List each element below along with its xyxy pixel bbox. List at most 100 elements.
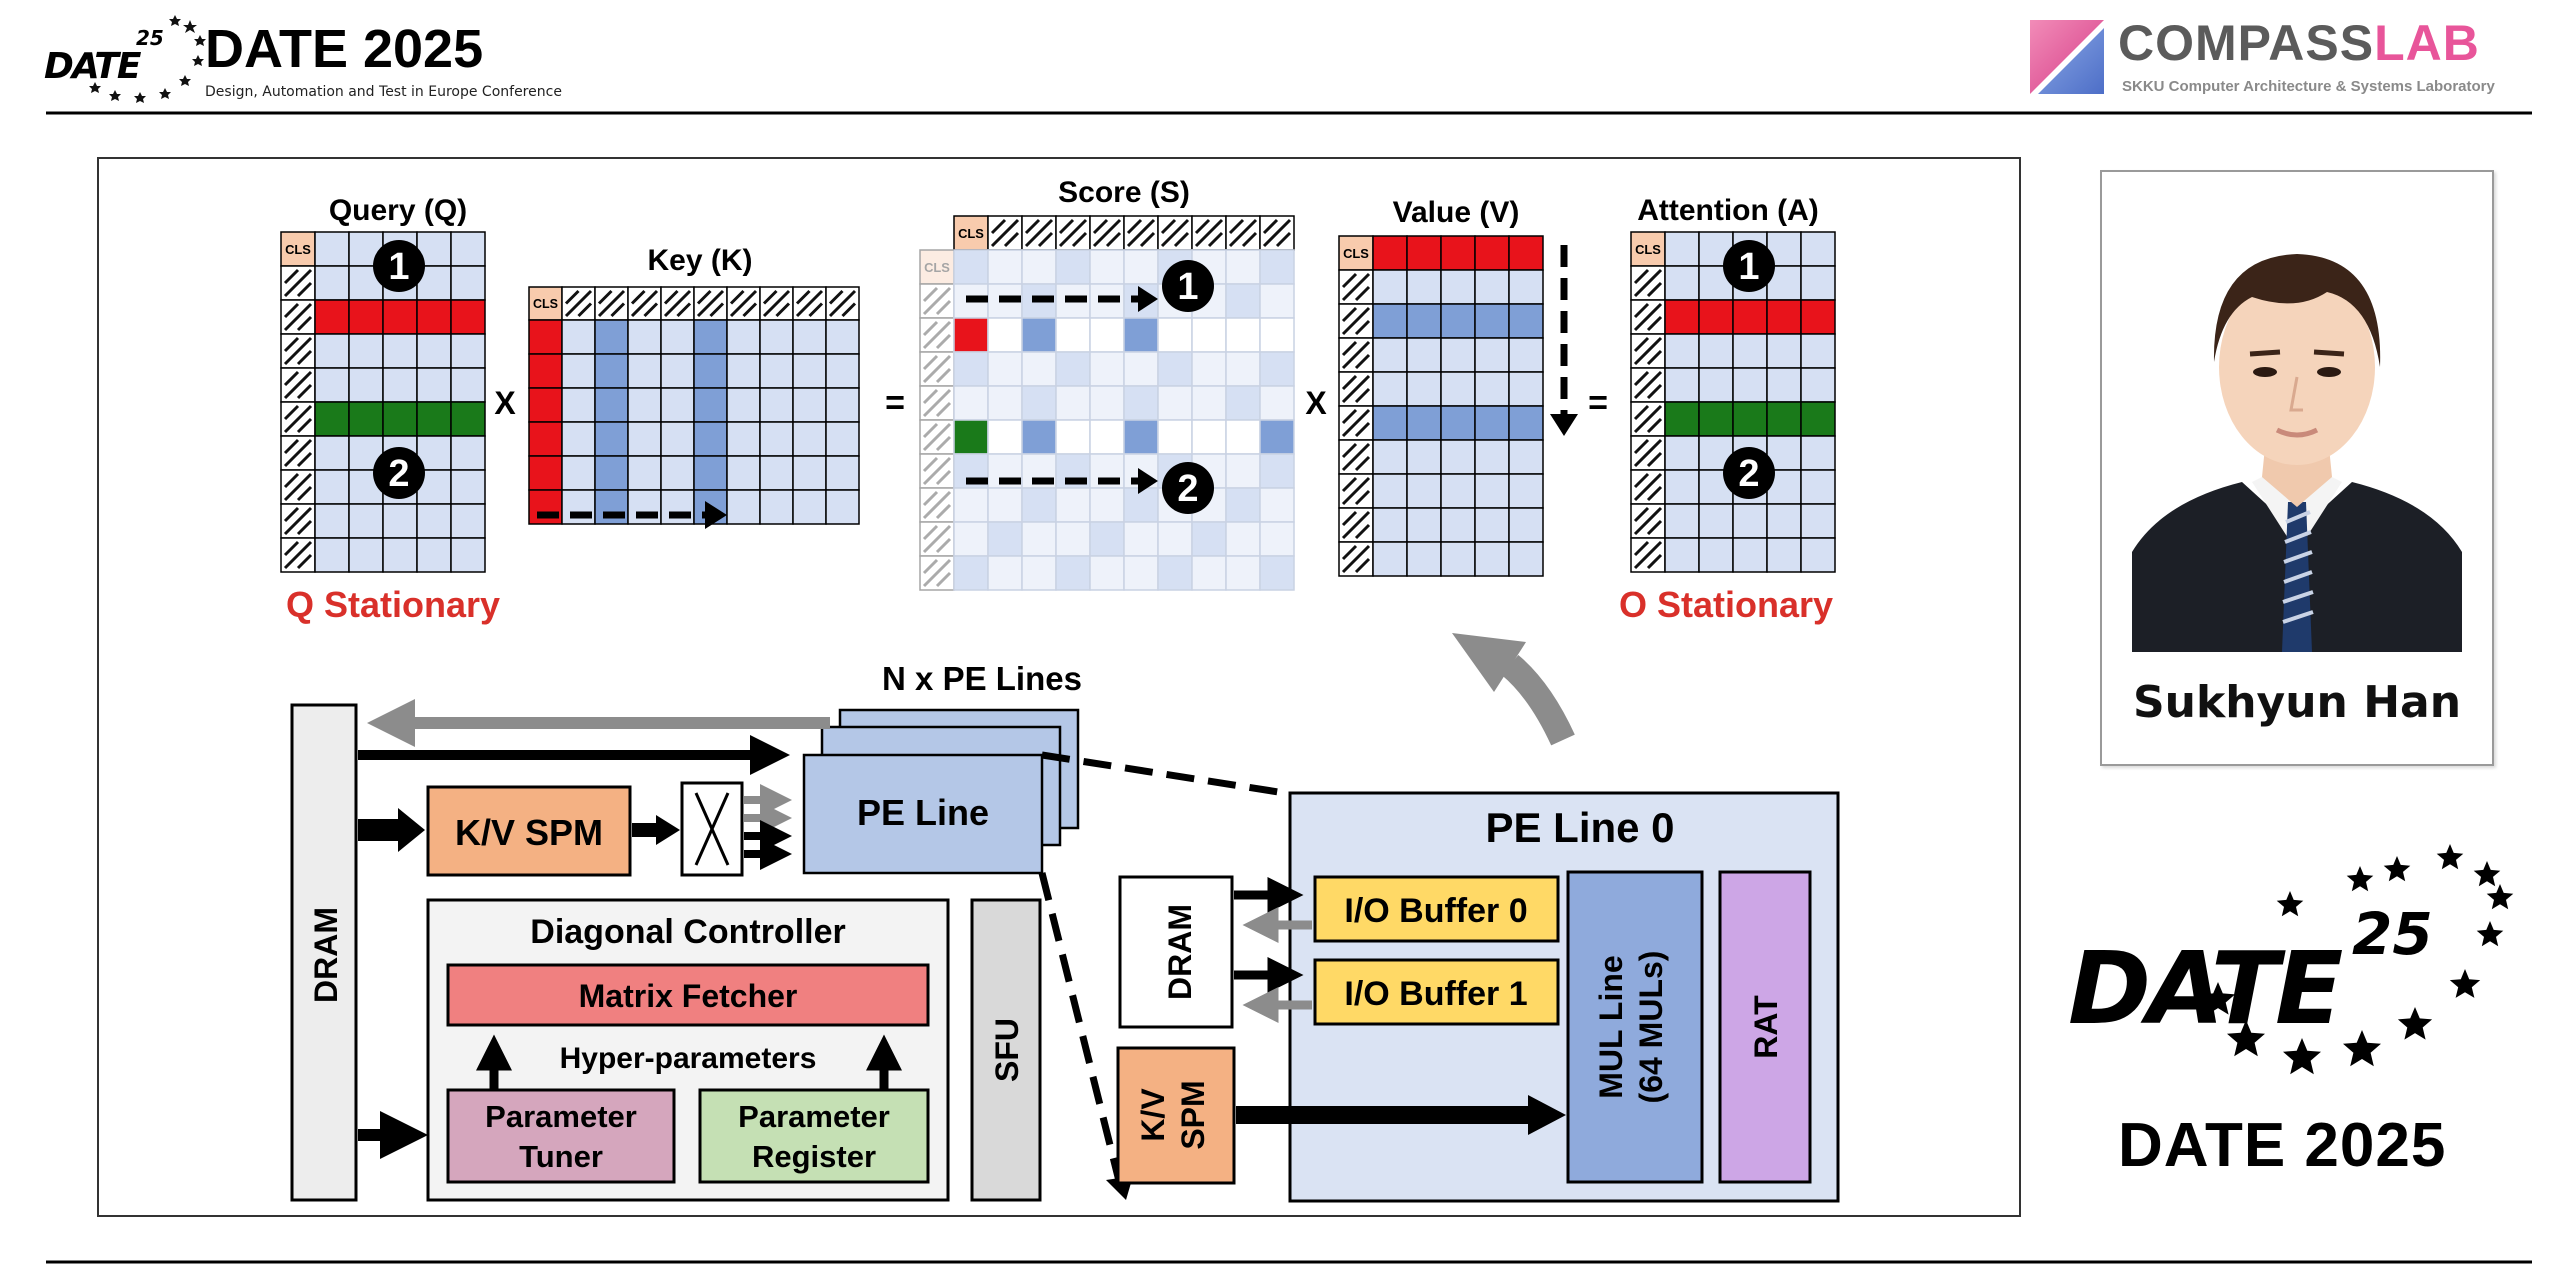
cls-token-label: CLS bbox=[285, 242, 311, 257]
kv-spm-right-label-2: SPM bbox=[1175, 1080, 1211, 1149]
patch-token-icon bbox=[630, 289, 659, 318]
patch-token-icon bbox=[1633, 268, 1663, 298]
value-tokens: CLS bbox=[1338, 235, 1374, 577]
patch-token-icon bbox=[283, 302, 313, 332]
patch-token-icon bbox=[1058, 218, 1088, 248]
feedback-curve-arrow bbox=[1452, 633, 1575, 746]
matrix-fetcher-block bbox=[446, 963, 930, 1027]
header-title: DATE 2025 bbox=[205, 19, 484, 79]
date-big-logo-text: DATE bbox=[2068, 930, 2343, 1047]
patch-token-icon bbox=[922, 320, 952, 350]
date-big-title: DATE 2025 bbox=[2118, 1111, 2447, 1180]
mul-line-block bbox=[1566, 870, 1704, 1184]
patch-token-icon bbox=[922, 524, 952, 554]
op-multiply-1: X bbox=[494, 385, 516, 421]
patch-token-icon bbox=[1633, 506, 1663, 536]
lab-name: COMPASSLAB bbox=[2118, 14, 2480, 72]
date-star-ring-icon bbox=[2200, 844, 2514, 1075]
patch-token-icon bbox=[990, 218, 1020, 248]
patch-token-icon bbox=[1262, 218, 1292, 248]
svg-text:1: 1 bbox=[388, 246, 409, 288]
attention-tokens: CLS bbox=[1630, 231, 1666, 573]
patch-token-icon bbox=[1633, 336, 1663, 366]
patch-token-icon bbox=[1228, 218, 1258, 248]
score-row-tokens: CLS bbox=[919, 249, 955, 591]
key-matrix bbox=[528, 319, 860, 525]
patch-token-icon bbox=[922, 388, 952, 418]
patch-token-icon bbox=[1341, 442, 1371, 472]
lab-name-lab: LAB bbox=[2374, 15, 2480, 71]
pe-lines-label: N x PE Lines bbox=[882, 660, 1082, 697]
star-icon bbox=[2227, 1020, 2265, 1057]
patch-token-icon bbox=[1024, 218, 1054, 248]
kv-spm-label: K/V SPM bbox=[455, 812, 603, 853]
patch-token-icon bbox=[1341, 510, 1371, 540]
kv-spm-right-block bbox=[1116, 1046, 1236, 1185]
rat-block bbox=[1718, 870, 1812, 1184]
presenter-name: Sukhyun Han bbox=[2132, 677, 2462, 728]
crossbar-x-icon bbox=[694, 792, 730, 866]
dram-right-label: DRAM bbox=[1162, 904, 1198, 1000]
patch-token-icon bbox=[922, 456, 952, 486]
star-icon bbox=[2283, 1038, 2321, 1075]
key-label: Key (K) bbox=[647, 244, 752, 277]
sfu-block bbox=[970, 898, 1042, 1202]
compasslab-logo-icon bbox=[2030, 20, 2104, 94]
parameter-tuner-label-2: Tuner bbox=[519, 1139, 603, 1174]
mul-line-label-1: MUL Line bbox=[1593, 955, 1629, 1098]
star-icon bbox=[2276, 891, 2304, 917]
patch-token-icon bbox=[696, 289, 725, 318]
cls-token-label: CLS bbox=[958, 226, 984, 241]
attention-label: Attention (A) bbox=[1637, 194, 1819, 227]
pe-line0-label: PE Line 0 bbox=[1485, 804, 1674, 851]
patch-token-icon bbox=[922, 490, 952, 520]
op-equals-1: = bbox=[885, 384, 905, 422]
patch-token-icon bbox=[1633, 370, 1663, 400]
sfu-label: SFU bbox=[989, 1018, 1025, 1082]
parameter-register-label-2: Register bbox=[752, 1139, 876, 1174]
patch-token-icon bbox=[283, 268, 313, 298]
patch-token-icon bbox=[795, 289, 824, 318]
patch-token-icon bbox=[1633, 404, 1663, 434]
date-big-logo-sup: 25 bbox=[2352, 900, 2433, 968]
patch-token-icon bbox=[283, 506, 313, 536]
op-equals-2: = bbox=[1588, 384, 1608, 422]
date-logo-sup: 25 bbox=[136, 26, 164, 50]
star-icon bbox=[2473, 861, 2501, 887]
patch-token-icon bbox=[1341, 476, 1371, 506]
star-icon bbox=[2200, 982, 2236, 1015]
patch-token-icon bbox=[283, 540, 313, 570]
svg-text:2: 2 bbox=[388, 453, 409, 495]
cls-token-label: CLS bbox=[924, 260, 950, 275]
patch-token-icon bbox=[1341, 340, 1371, 370]
kv-spm-block bbox=[426, 785, 632, 877]
patch-token-icon bbox=[1633, 302, 1663, 332]
star-icon bbox=[2486, 884, 2514, 910]
parameter-register-block bbox=[698, 1088, 930, 1184]
io-buffer0-block bbox=[1313, 875, 1560, 943]
pe-line-block bbox=[802, 753, 1044, 875]
score-scan-arrow-2 bbox=[966, 468, 1158, 494]
star-icon bbox=[2476, 921, 2504, 947]
step-1-attention: 1 bbox=[1723, 240, 1775, 292]
patch-token-icon bbox=[1126, 218, 1156, 248]
patch-token-icon bbox=[922, 354, 952, 384]
lab-name-compass: COMPASS bbox=[2118, 15, 2375, 71]
score-col-tokens: CLS bbox=[953, 215, 1295, 251]
patch-token-icon bbox=[283, 438, 313, 468]
patch-token-icon bbox=[1341, 544, 1371, 574]
key-tokens: CLS bbox=[528, 286, 860, 321]
patch-token-icon bbox=[922, 422, 952, 452]
patch-token-icon bbox=[729, 289, 758, 318]
q-stationary-label: Q Stationary bbox=[286, 584, 500, 625]
star-icon bbox=[2397, 1007, 2433, 1040]
svg-text:2: 2 bbox=[1177, 468, 1198, 510]
patch-token-icon bbox=[1633, 472, 1663, 502]
patch-token-icon bbox=[597, 289, 626, 318]
patch-token-icon bbox=[762, 289, 791, 318]
value-label: Value (V) bbox=[1393, 196, 1520, 229]
svg-text:1: 1 bbox=[1738, 246, 1759, 288]
star-icon bbox=[2436, 844, 2464, 870]
star-icon bbox=[2449, 969, 2481, 998]
svg-text:1: 1 bbox=[1177, 266, 1198, 308]
